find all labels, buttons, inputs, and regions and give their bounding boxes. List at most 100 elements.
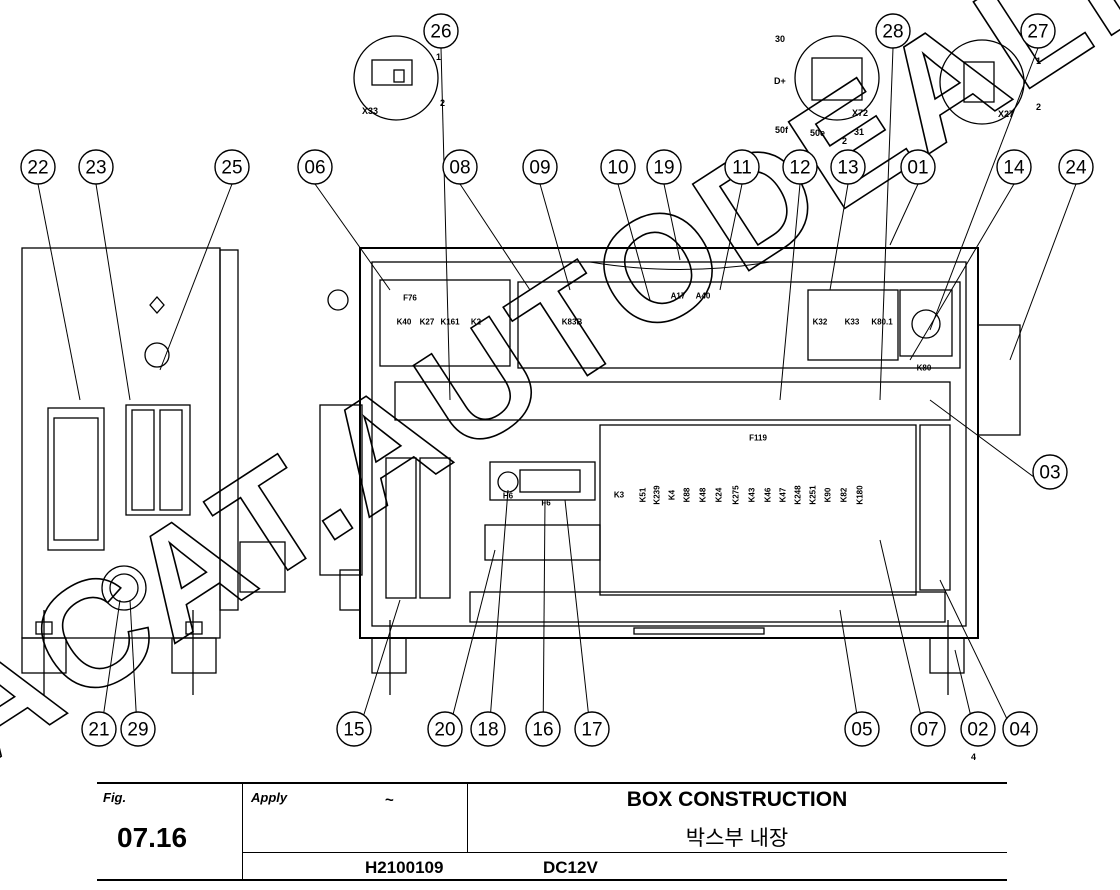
component-label-k47: K47 [779, 487, 788, 502]
component-label-k4: K4 [668, 489, 677, 500]
callout-26: 26 [423, 13, 459, 49]
leader-19 [663, 183, 681, 261]
note-under-02: 4 [971, 752, 976, 762]
callout-14: 14 [996, 149, 1032, 185]
x33-name: X33 [362, 106, 378, 116]
x72-pin2: 2 [842, 136, 847, 146]
svg-text:24: 24 [1065, 158, 1087, 179]
callout-10: 10 [600, 149, 636, 185]
leader-25 [159, 183, 233, 371]
leader-11 [719, 183, 743, 291]
leader-06 [314, 183, 391, 291]
apply-label: Apply [251, 790, 288, 805]
component-label-k251: K251 [809, 485, 818, 505]
callout-04: 04 [1002, 711, 1038, 747]
svg-text:15: 15 [343, 720, 364, 741]
svg-text:08: 08 [449, 158, 470, 179]
component-label-k80: K80 [917, 364, 932, 373]
svg-text:18: 18 [477, 720, 498, 741]
callout-15: 15 [336, 711, 372, 747]
leader-01 [889, 183, 919, 246]
callout-19: 19 [646, 149, 682, 185]
svg-text:05: 05 [851, 720, 872, 741]
leader-09 [539, 183, 571, 291]
callout-29: 29 [120, 711, 156, 747]
connector-details [353, 35, 1025, 125]
callout-24: 24 [1058, 149, 1094, 185]
leader-08 [459, 183, 531, 291]
leader-24 [1009, 183, 1077, 361]
component-label-k275: K275 [732, 485, 741, 505]
svg-text:14: 14 [1003, 158, 1025, 179]
leader-07 [879, 539, 929, 747]
callout-12: 12 [782, 149, 818, 185]
leader-12 [779, 183, 801, 401]
callout-06: 06 [297, 149, 333, 185]
callout-25: 25 [214, 149, 250, 185]
fig-number: 07.16 [117, 822, 188, 853]
leader-27 [929, 47, 1039, 331]
svg-text:03: 03 [1039, 463, 1060, 484]
component-label-k43: K43 [748, 487, 757, 502]
component-label-k48: K48 [699, 487, 708, 502]
component-label-k248: K248 [794, 485, 803, 505]
callout-23: 23 [78, 149, 114, 185]
callout-17: 17 [574, 711, 610, 747]
leader-13 [829, 183, 849, 291]
component-label-f76: F76 [403, 294, 417, 303]
callout-01: 01 [900, 149, 936, 185]
component-label-k80-1: K80.1 [871, 318, 893, 327]
component-label-h6: H6 [503, 492, 514, 501]
side-view [21, 247, 239, 695]
part-number: H2100109 [365, 858, 444, 877]
svg-text:07: 07 [917, 720, 938, 741]
svg-text:26: 26 [430, 22, 451, 43]
svg-text:17: 17 [581, 720, 602, 741]
callout-27: 27 [1020, 13, 1056, 49]
component-label-f119: F119 [749, 434, 767, 443]
box-construction-diagram: ACAT.AUTODEALER.RU [0, 0, 1120, 780]
title-block: Fig. 07.16 Apply ~ BOX CONSTRUCTION 박스부 … [97, 782, 1007, 882]
svg-text:13: 13 [837, 158, 858, 179]
svg-text:29: 29 [127, 720, 148, 741]
leader-14 [909, 183, 1015, 361]
svg-text:23: 23 [85, 158, 106, 179]
svg-text:06: 06 [304, 158, 325, 179]
leader-23 [95, 183, 131, 401]
component-label-k46: K46 [764, 487, 773, 502]
svg-text:09: 09 [529, 158, 550, 179]
fig-label: Fig. [103, 790, 127, 805]
component-label-k82: K82 [840, 487, 849, 502]
svg-text:01: 01 [907, 158, 928, 179]
leader-10 [617, 183, 651, 301]
voltage: DC12V [543, 858, 598, 877]
leader-17 [564, 499, 593, 747]
callout-11: 11 [724, 149, 760, 185]
callout-07: 07 [910, 711, 946, 747]
leader-28 [879, 47, 894, 401]
svg-text:11: 11 [732, 158, 752, 179]
x72-pin50f: 50f [775, 125, 789, 135]
component-label-a17: A17 [671, 292, 686, 301]
component-label-a40: A40 [696, 292, 711, 301]
svg-text:20: 20 [434, 720, 455, 741]
callout-20: 20 [427, 711, 463, 747]
callout-02: 02 [960, 711, 996, 747]
front-view [239, 247, 1021, 695]
component-label-k24: K24 [715, 487, 724, 502]
leader-22 [37, 183, 81, 401]
svg-text:22: 22 [27, 158, 48, 179]
svg-text:10: 10 [607, 158, 628, 179]
svg-text:04: 04 [1009, 720, 1031, 741]
x27-pin2: 2 [1036, 102, 1041, 112]
component-label-k83b: K83B [562, 318, 583, 327]
x27-pin1: 1 [1036, 56, 1041, 66]
svg-text:16: 16 [532, 720, 553, 741]
leader-18 [487, 489, 509, 747]
component-label-k90: K90 [824, 487, 833, 502]
x27-name: X27 [998, 109, 1014, 119]
component-label-k3: K3 [614, 491, 625, 500]
leader-03 [929, 399, 1051, 490]
component-label-f6: F6 [541, 499, 551, 508]
